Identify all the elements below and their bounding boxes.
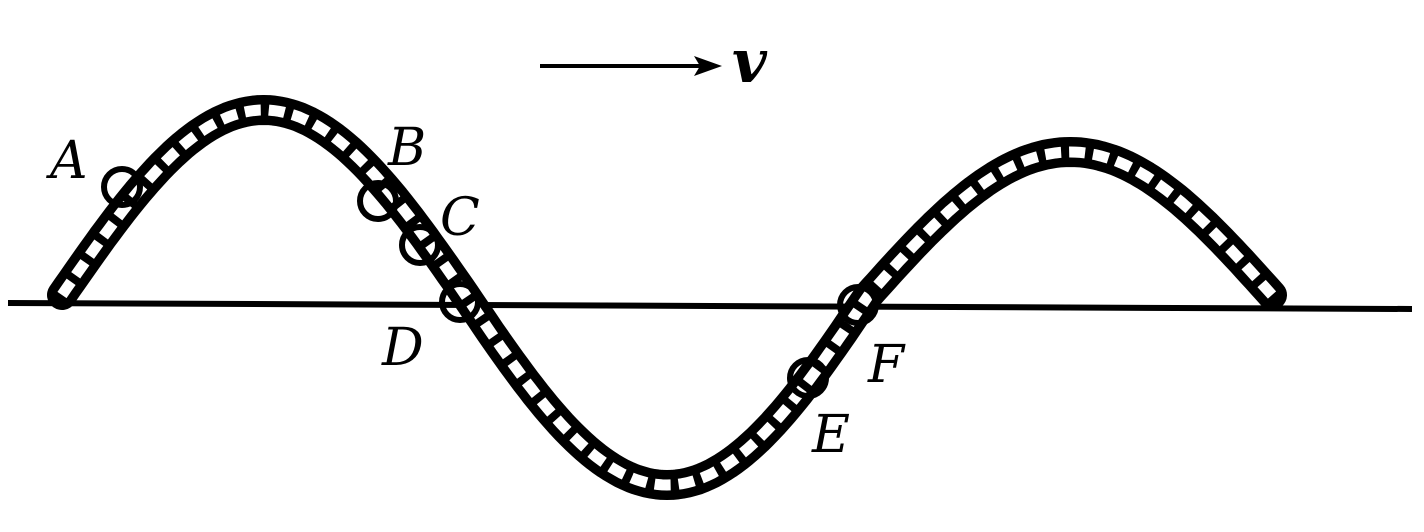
label-f: F xyxy=(867,335,906,395)
velocity-arrow xyxy=(540,56,722,76)
particle-e xyxy=(787,357,829,399)
label-b: B xyxy=(387,118,426,178)
particle-c xyxy=(399,224,441,266)
label-a: A xyxy=(46,131,88,191)
label-e: E xyxy=(811,405,850,465)
velocity-label: v xyxy=(732,27,768,97)
rope-wave xyxy=(47,95,1287,500)
label-d: D xyxy=(381,318,424,378)
label-c: C xyxy=(440,188,480,248)
particle-b xyxy=(357,180,399,222)
equilibrium-axis xyxy=(7,300,1413,312)
particle-a xyxy=(101,166,143,208)
particle-d xyxy=(439,281,481,323)
rope-wave-dashes xyxy=(57,104,1277,491)
particle-f xyxy=(837,284,879,326)
